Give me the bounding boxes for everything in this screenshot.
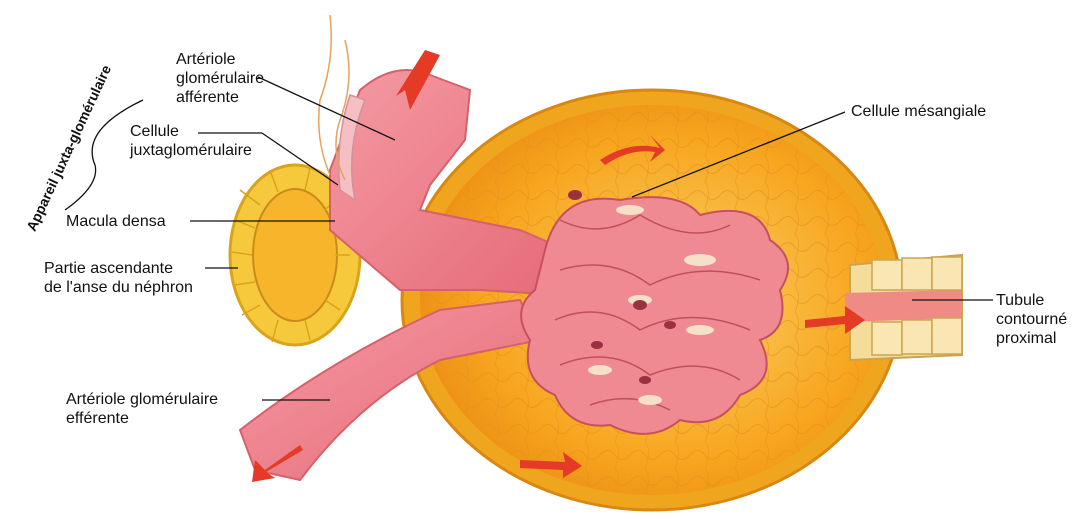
tubule-line-1: Tubule [996,291,1067,310]
juxta-cell-line-1: Cellule [130,122,252,141]
afferent-label: Artériole glomérulaire afférente [176,50,264,107]
afferent-line-3: afférente [176,88,264,107]
mesangial-label: Cellule mésangiale [851,102,986,121]
tubule-line-2: contourné [996,310,1067,329]
afferent-line-1: Artériole [176,50,264,69]
afferent-line-2: glomérulaire [176,69,264,88]
ascending-line-2: de l'anse du néphron [44,278,193,297]
ascending-line-1: Partie ascendante [44,259,193,278]
proximal-tubule [845,255,962,360]
juxta-cell-label: Cellule juxtaglomérulaire [130,122,252,160]
efferent-line-1: Artériole glomérulaire [66,390,218,409]
ascending-label: Partie ascendante de l'anse du néphron [44,259,193,297]
tubule-line-3: proximal [996,329,1067,348]
macula-label: Macula densa [66,212,166,231]
juxta-cell-line-2: juxtaglomérulaire [130,141,252,160]
efferent-line-2: efférente [66,409,218,428]
tubule-label: Tubule contourné proximal [996,291,1067,348]
efferent-label: Artériole glomérulaire efférente [66,390,218,428]
